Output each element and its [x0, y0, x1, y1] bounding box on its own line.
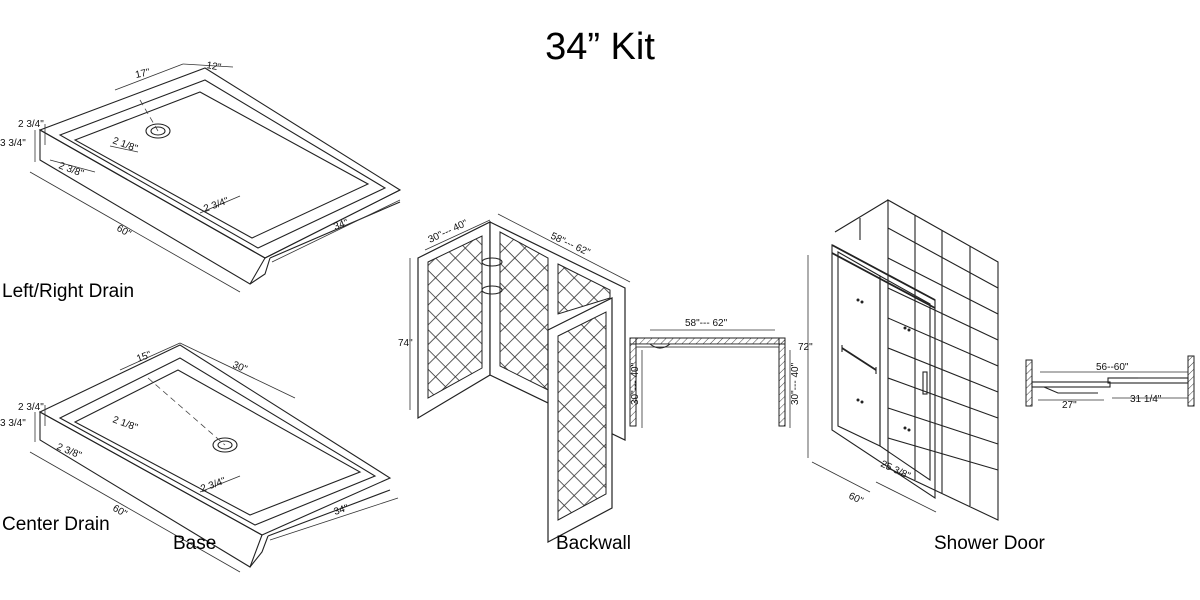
wall-tiles	[834, 199, 999, 506]
dim-12: 12"	[205, 60, 222, 73]
dim-plan-left: 30"--- 40"	[630, 362, 641, 405]
backwall-iso: 74" 30"--- 40" 58"--- 62"	[398, 213, 631, 543]
label-base: Base	[173, 533, 217, 554]
label-backwall: Backwall	[556, 533, 631, 554]
dim-56-60: 56--60"	[1096, 362, 1129, 373]
dim-2-1-8: 2 1/8"	[111, 135, 139, 154]
dim-cd-3-3-4: 3 3/4"	[0, 418, 26, 429]
label-center-drain: Center Drain	[2, 514, 110, 535]
dim-31-1-4: 31 1/4"	[1130, 394, 1162, 405]
left-right-drain-base: 17" 12" 2 3/4" 3 3/4" 2 1/8" 2 3/8" 2 3/…	[0, 60, 402, 293]
dim-72: 72"	[798, 342, 813, 353]
backwall-plan: 58"--- 62" 30"--- 40" 30"--- 40"	[629, 318, 801, 428]
dim-cd-2-3-4-lower: 2 3/4"	[199, 476, 227, 495]
dim-cd-2-3-8: 2 3/8"	[55, 442, 83, 462]
dim-cd-34: 34"	[333, 503, 351, 518]
center-drain-base: 15" 30" 2 3/4" 3 3/4" 2 1/8" 2 3/8" 2 3/…	[0, 342, 399, 573]
dim-2-3-4-upper: 2 3/4"	[18, 119, 44, 130]
dim-27: 27"	[1062, 400, 1077, 411]
shower-door-iso: 72" 60" 25 3/8"	[798, 199, 999, 521]
dim-17: 17"	[134, 67, 151, 81]
dim-2-3-4-lower: 2 3/4"	[202, 196, 230, 215]
dim-cd-2-3-4-upper: 2 3/4"	[18, 402, 44, 413]
dim-cd-2-1-8: 2 1/8"	[111, 414, 139, 433]
dim-34: 34"	[332, 217, 350, 233]
dim-cd-60: 60"	[111, 503, 130, 520]
page-title: 34” Kit	[545, 26, 655, 68]
fixing-dots	[856, 298, 911, 432]
dim-plan-right: 30"--- 40"	[790, 362, 801, 405]
dim-2-3-8: 2 3/8"	[57, 160, 85, 179]
label-left-right-drain: Left/Right Drain	[2, 281, 135, 302]
dim-plan-58-62: 58"--- 62"	[685, 318, 728, 329]
dim-sd-60: 60"	[847, 491, 865, 507]
shower-door-plan: 56--60" 27" 31 1/4"	[1025, 355, 1195, 411]
dim-74: 74"	[398, 338, 413, 349]
dim-30: 30"	[231, 360, 249, 376]
dim-60: 60"	[115, 223, 134, 240]
dim-15: 15"	[135, 349, 153, 365]
dim-25-3-8: 25 3/8"	[879, 459, 912, 482]
dim-3-3-4: 3 3/4"	[0, 138, 26, 149]
label-shower-door: Shower Door	[934, 533, 1045, 554]
